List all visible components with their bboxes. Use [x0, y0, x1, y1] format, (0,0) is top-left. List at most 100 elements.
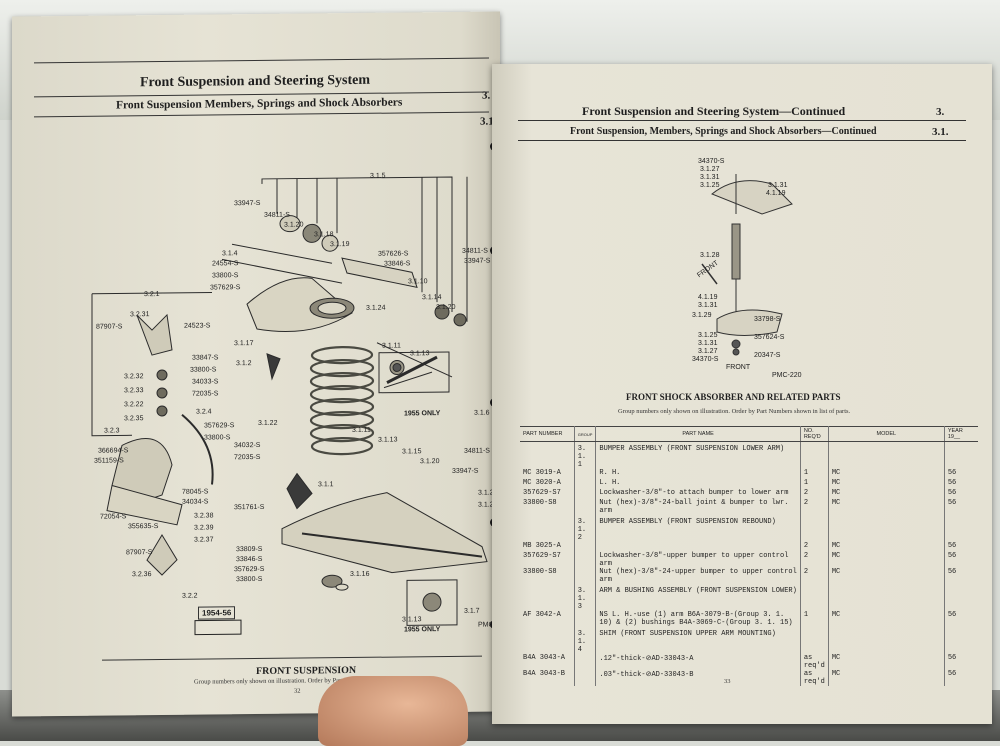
- cell-year: 56: [947, 542, 957, 550]
- callout: 33800-S: [236, 575, 263, 584]
- cell-part-name: Lockwasher-3/8"-upper bumper to upper co…: [595, 552, 801, 568]
- cell-model: [828, 627, 945, 654]
- callout: 3.2.31: [130, 311, 150, 319]
- cell-part-number: [520, 584, 575, 611]
- cell-qty: 1: [800, 469, 829, 479]
- callout: 34032-S: [234, 441, 261, 450]
- cell-part-name: .12"-thick-⊘AD-33043-A: [595, 654, 801, 670]
- callout: 34811-S: [264, 211, 290, 219]
- header-rule: [34, 91, 489, 98]
- callout: 34033-S: [192, 378, 219, 386]
- callout: 3.1.16: [350, 570, 370, 579]
- left-page-title: Front Suspension and Steering System: [140, 72, 371, 91]
- cell-group: [574, 469, 597, 479]
- callout: 3.2.2: [182, 592, 198, 600]
- cell-qty: as req'd: [800, 654, 829, 670]
- cell-model: MC: [828, 542, 945, 552]
- callout: 3.1.4: [222, 250, 238, 258]
- cell-model: MC: [828, 568, 945, 584]
- cell-year: [944, 442, 978, 470]
- cell-group: 3. 1. 2: [574, 515, 597, 542]
- col-year: YEAR 19__: [944, 426, 978, 442]
- callout: 3.1.13: [402, 616, 422, 624]
- callout: 78045-S: [182, 488, 209, 496]
- callout: 33800-S: [204, 434, 231, 442]
- year-range-box: 1954-56: [198, 606, 236, 620]
- cell-qty: 1: [800, 611, 829, 627]
- table-header-row: PART NUMBER GROUP PART NAME NO. REQ'D MO…: [520, 426, 978, 442]
- col-model: MODEL: [828, 426, 945, 442]
- callout: 4.1.19: [698, 294, 718, 301]
- callout: 3.1.31: [700, 174, 720, 181]
- cell-qty: [800, 441, 829, 469]
- front-suspension-diagram: [91, 176, 488, 636]
- callout: 357629-S: [210, 284, 241, 292]
- left-page-subtitle: Front Suspension Members, Springs and Sh…: [116, 96, 403, 112]
- callout: 357629-S: [234, 565, 265, 574]
- callout: 3.2.1: [144, 291, 160, 299]
- callout: 34811-S: [464, 447, 490, 455]
- callout: 3.1.7: [464, 607, 480, 615]
- callout: 3.2.3: [104, 427, 120, 435]
- cell-group: 3. 1. 4: [574, 627, 597, 654]
- callout: 3.1.11: [352, 426, 371, 434]
- callout: 33846-S: [384, 260, 411, 268]
- cell-part-number: 33800-S8: [520, 499, 575, 515]
- right-page: Front Suspension and Steering System—Con…: [492, 64, 992, 724]
- callout: 3.1.20: [436, 303, 456, 312]
- cell-qty: 2: [800, 552, 829, 568]
- callout: 3.2.32: [124, 373, 144, 381]
- callout: 24554-S: [212, 260, 239, 268]
- cell-model: MC: [828, 479, 945, 489]
- list-note: Group numbers only shown on illustration…: [618, 408, 851, 415]
- cell-model: MC: [828, 489, 945, 499]
- cell-year: 56: [947, 499, 957, 507]
- callout: 3.2.37: [194, 536, 214, 544]
- callout: 33798-S: [754, 316, 781, 323]
- cell-part-name: Nut (hex)-3/8"-24-ball joint & bumper to…: [595, 499, 801, 515]
- cell-model: MC: [828, 670, 945, 686]
- cell-part-number: B4A 3043-A: [520, 654, 575, 670]
- cell-part-number: MC 3019-A: [520, 469, 575, 479]
- cell-group: [574, 489, 597, 499]
- cell-part-name: SHIM (FRONT SUSPENSION UPPER ARM MOUNTIN…: [595, 627, 801, 654]
- cell-year: 56: [947, 654, 957, 662]
- cell-model: [828, 441, 945, 469]
- callout: 34811-S: [462, 247, 488, 255]
- callout: 33947-S: [464, 257, 491, 265]
- callout: 72054-S: [100, 513, 127, 521]
- cell-part-name: NS L. H.-use (1) arm B6A-3079-B-(Group 3…: [595, 611, 801, 627]
- callout: 3.1.10: [408, 278, 428, 286]
- callout: 24523-S: [184, 322, 211, 330]
- callout: 3.1.2: [236, 360, 252, 368]
- cell-part-number: 357629-S7: [520, 489, 575, 499]
- callout: 33800-S: [190, 366, 217, 374]
- callout: 72035-S: [192, 390, 219, 398]
- header-rule: [34, 111, 489, 118]
- callout: 3.2.22: [124, 401, 144, 409]
- callout: 3.1.13: [378, 436, 398, 444]
- cell-year: 56: [947, 489, 957, 497]
- callout: 357629-S: [204, 422, 235, 430]
- table-row: AF 3042-A NS L. H.-use (1) arm B6A-3079-B…: [520, 611, 978, 627]
- cell-part-number: MC 3020-A: [520, 479, 575, 489]
- cell-year: 56: [947, 611, 957, 619]
- callout: 3.1.31: [698, 302, 718, 309]
- callout: 3.1.28: [700, 252, 720, 259]
- cell-group: 3. 1. 3: [574, 584, 597, 611]
- callout: 3.1.6: [474, 409, 490, 417]
- cell-part-number: AF 3042-A: [520, 611, 575, 627]
- year-note: 1955 ONLY: [404, 626, 441, 634]
- callout: 357624-S: [754, 334, 785, 341]
- callout: 3.1.31: [698, 340, 718, 347]
- cell-qty: 2: [800, 499, 829, 515]
- callout: 87907-S: [96, 323, 123, 331]
- callout: 3.1.14: [422, 294, 442, 302]
- callout: 357626-S: [378, 250, 409, 258]
- parts-table: PART NUMBER GROUP PART NAME NO. REQ'D MO…: [520, 426, 978, 686]
